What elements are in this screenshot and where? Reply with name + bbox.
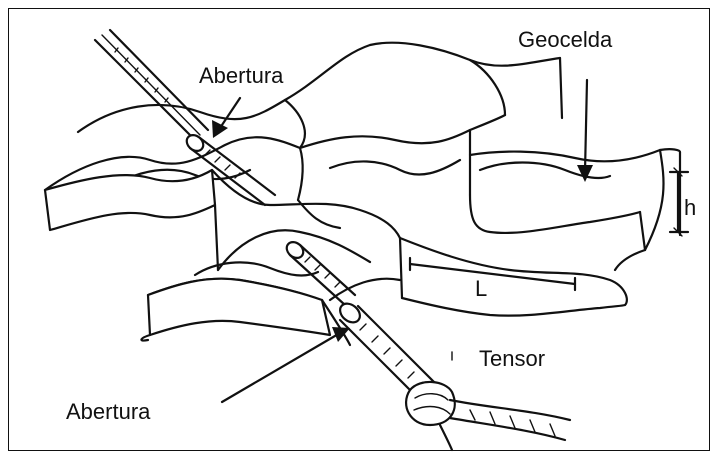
abertura-top-label: Abertura — [199, 65, 283, 87]
abertura-bottom-label: Abertura — [66, 401, 150, 423]
tensor-label: Tensor — [479, 348, 545, 370]
length-label: L — [475, 278, 487, 300]
geocelda-label: Geocelda — [518, 29, 612, 51]
height-label: h — [684, 197, 696, 219]
annotations — [212, 80, 688, 402]
geocell-structure — [45, 43, 680, 345]
